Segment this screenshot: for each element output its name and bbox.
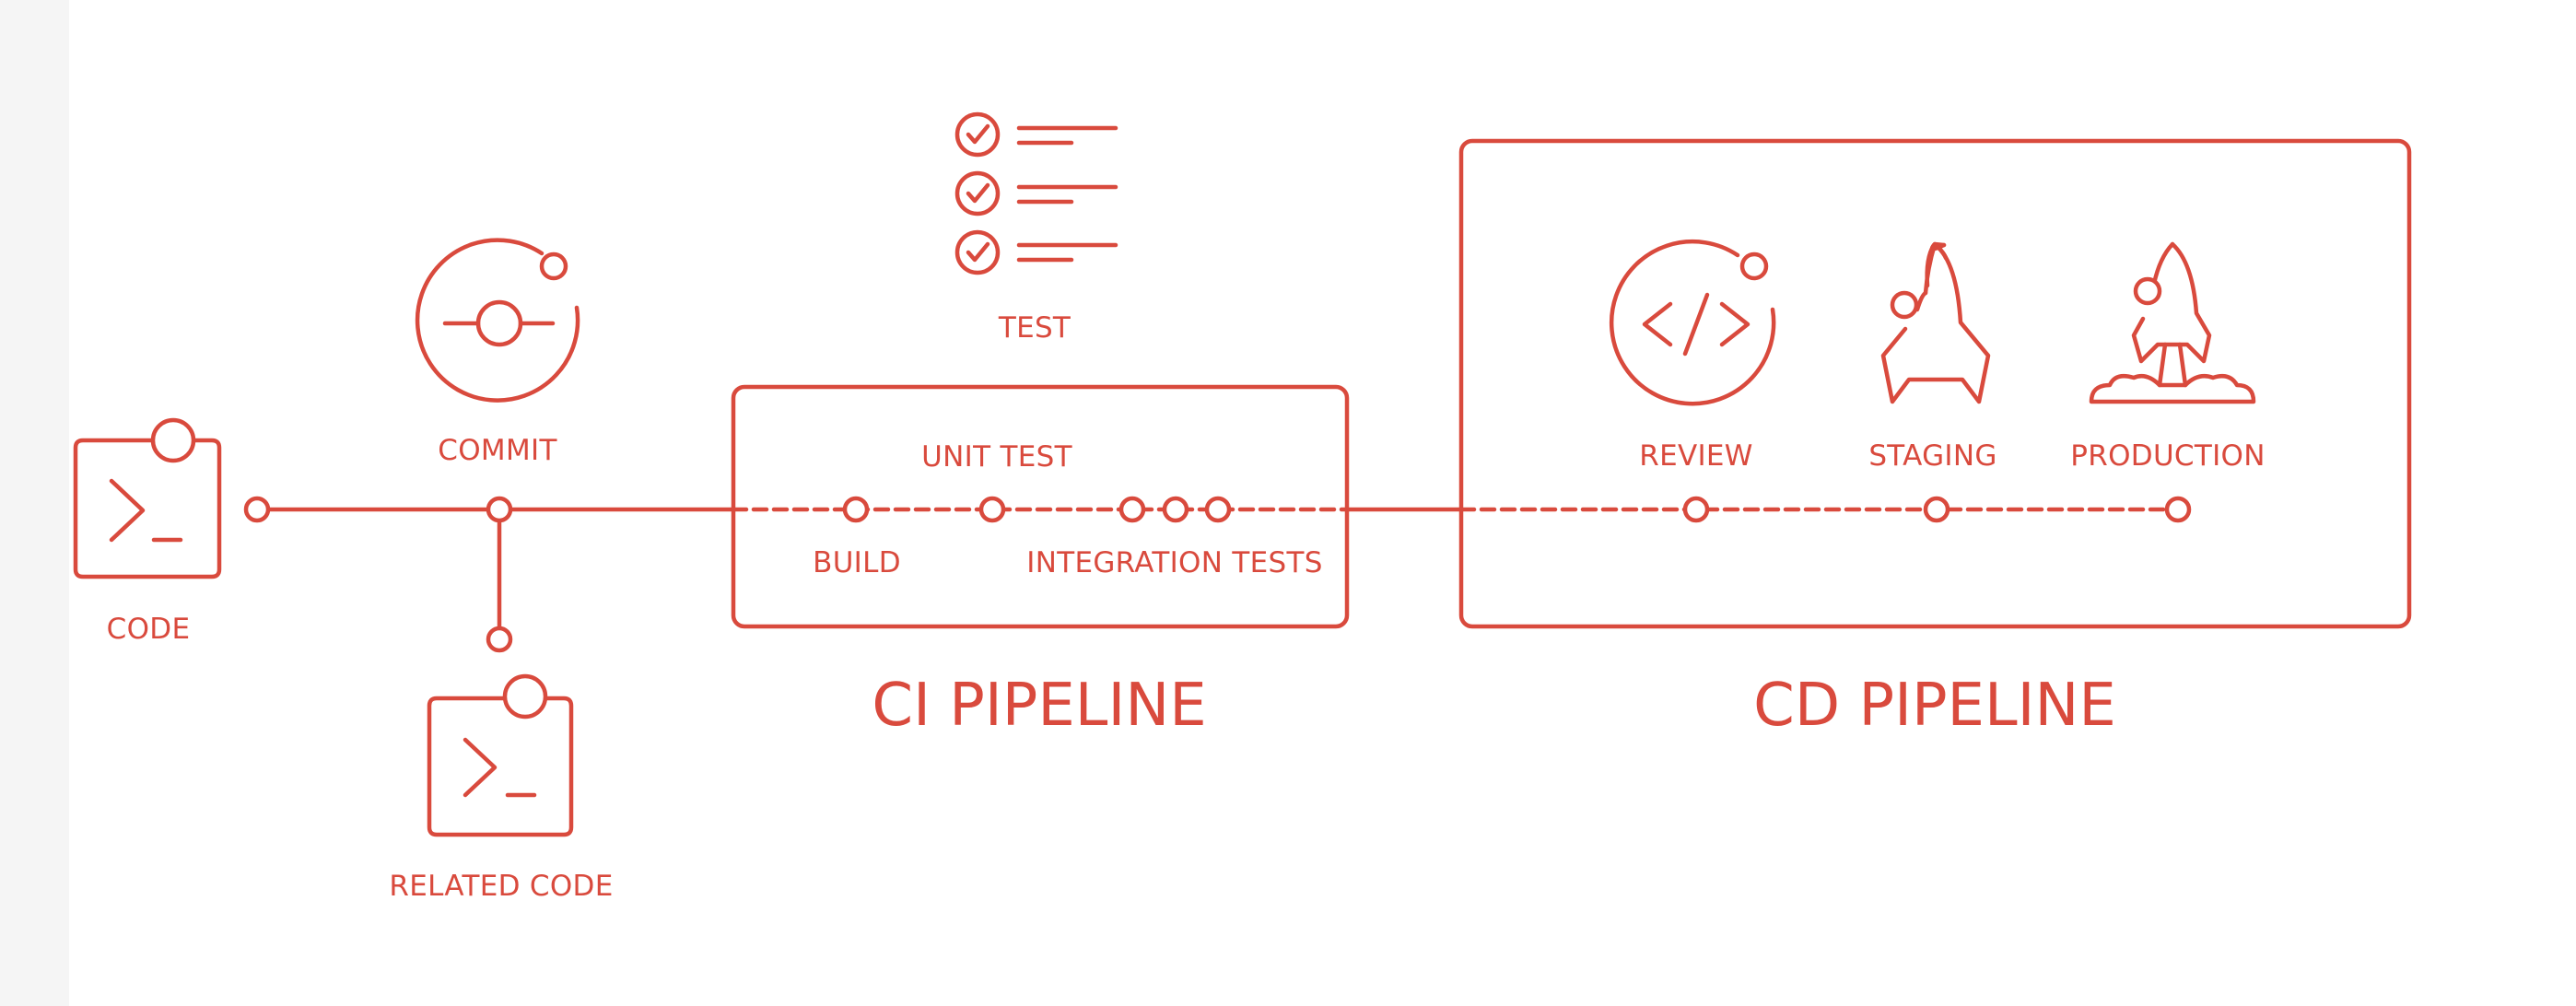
related-code-label: RELATED CODE	[389, 870, 613, 903]
related-code-node	[486, 626, 513, 653]
review-label: REVIEW	[1639, 439, 1753, 473]
ci-pipeline-box	[731, 384, 1350, 629]
code-node	[243, 496, 271, 523]
terminal-icon	[73, 417, 222, 579]
production-node	[2164, 496, 2192, 523]
integration-test-node-3	[1204, 496, 1232, 523]
staging-label: STAGING	[1868, 439, 1996, 473]
build-label: BUILD	[813, 546, 901, 579]
build-node	[842, 496, 870, 523]
ci-pipeline-title: CI PIPELINE	[872, 672, 1206, 740]
cd-pipeline-box	[1458, 138, 2412, 629]
code-label: CODE	[107, 613, 191, 646]
checklist-icon	[954, 111, 1118, 275]
left-margin	[0, 0, 69, 1006]
production-label: PRODUCTION	[2070, 439, 2266, 473]
staging-node	[1923, 496, 1950, 523]
unit-test-node	[978, 496, 1006, 523]
code-review-icon	[1609, 239, 1776, 406]
integration-tests-label: INTEGRATION TESTS	[1026, 546, 1322, 579]
review-node	[1682, 496, 1710, 523]
terminal-icon	[427, 673, 574, 837]
unit-test-label: UNIT TEST	[921, 440, 1072, 474]
cd-pipeline-title: CD PIPELINE	[1753, 672, 2116, 740]
rocket-launch-icon	[2089, 241, 2256, 404]
commit-label: COMMIT	[438, 434, 557, 467]
integration-test-node-1	[1118, 496, 1146, 523]
integration-test-node-2	[1162, 496, 1189, 523]
test-label: TEST	[998, 311, 1071, 345]
rocket-icon	[1880, 241, 1991, 404]
commit-node	[486, 496, 513, 523]
commit-icon	[415, 238, 580, 403]
